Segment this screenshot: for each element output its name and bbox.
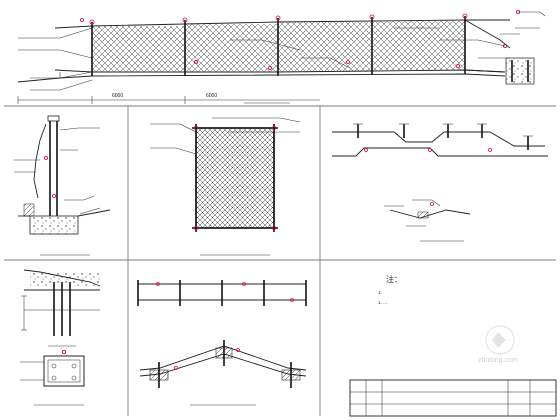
panel-support-detail — [137, 280, 307, 406]
panel-anchor-detail — [20, 269, 101, 406]
top-dim-right: 6000 — [206, 93, 217, 99]
panel-cable-detail — [332, 123, 548, 242]
notes-line-1: 1. — [378, 290, 382, 295]
panel-mesh-detail — [150, 117, 301, 256]
title-block — [349, 379, 557, 417]
panel-post-section — [14, 115, 111, 256]
notes-heading: 注： — [386, 274, 402, 284]
notes-line-2: 1. … — [378, 300, 388, 305]
top-elevation: 6000 6000 — [17, 9, 546, 104]
watermark: zhulong.com — [478, 325, 518, 364]
notes-block: 注： 1. 1. … — [378, 274, 402, 305]
watermark-text: zhulong.com — [478, 357, 518, 364]
top-dim-left: 6000 — [112, 93, 123, 99]
